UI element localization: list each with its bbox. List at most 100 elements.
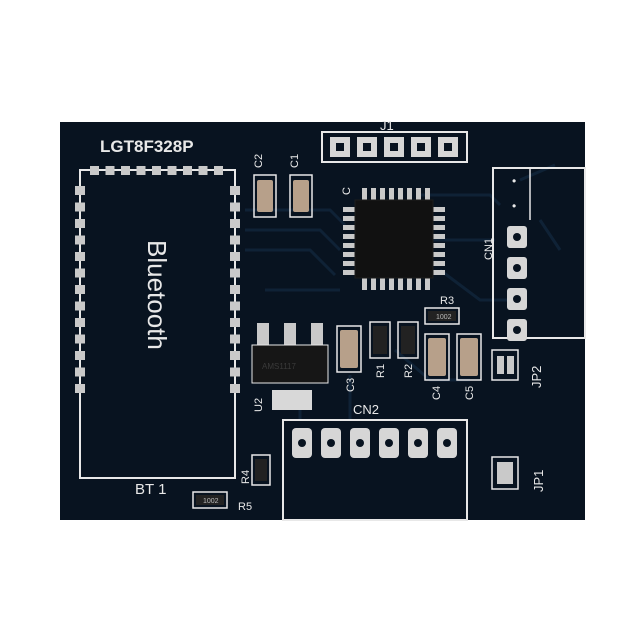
cn1-hole — [513, 264, 521, 272]
jp1-label: JP1 — [531, 470, 546, 492]
mcu-pin — [343, 234, 355, 239]
mcu-pins — [343, 188, 445, 290]
cn1-label: CN1 — [483, 238, 495, 260]
r1-resistor — [373, 326, 387, 354]
cn1-hole — [513, 233, 521, 241]
cn2-label: CN2 — [353, 402, 379, 417]
mcu-pin — [407, 188, 412, 200]
mcu-pin — [433, 207, 445, 212]
c5-capacitor — [460, 338, 478, 376]
cn2-hole — [385, 439, 393, 447]
mcu-chip — [354, 199, 434, 279]
u2-marking: AMS1117 — [262, 362, 296, 371]
r5-resistor — [196, 495, 224, 505]
bluetooth-pad — [75, 367, 85, 377]
cn1-hole — [513, 326, 521, 334]
j1-hole — [336, 143, 344, 151]
mcu-pin — [343, 225, 355, 230]
bluetooth-pad — [230, 367, 240, 377]
j1-pads — [330, 137, 458, 157]
mcu-pin — [343, 243, 355, 248]
bluetooth-pad — [75, 186, 85, 195]
mcu-label: LGT8F328P — [100, 137, 194, 156]
bluetooth-pad — [75, 219, 85, 228]
c4-label: C4 — [431, 386, 443, 400]
jp2-pad-1 — [497, 356, 504, 374]
bluetooth-pad — [75, 384, 85, 393]
bluetooth-pad — [230, 318, 240, 327]
bluetooth-pad — [214, 166, 223, 175]
mcu-pin — [389, 188, 394, 200]
bluetooth-pad — [75, 334, 85, 344]
bluetooth-pad — [136, 166, 146, 175]
c4-capacitor — [428, 338, 446, 376]
c2-outline — [253, 174, 277, 218]
mcu-pin — [362, 188, 367, 200]
mcu-pin — [343, 270, 355, 275]
bluetooth-pad — [75, 351, 85, 360]
r3-marking: 1002 — [436, 314, 452, 321]
bluetooth-pad — [230, 301, 240, 311]
mcu-pin — [433, 216, 445, 221]
u2-regulator — [251, 344, 329, 384]
r5-outline — [192, 491, 228, 509]
bluetooth-pad — [230, 351, 240, 360]
module-label: Bluetooth — [142, 240, 172, 350]
mcu-pin — [433, 270, 445, 275]
jp2-outline — [491, 349, 519, 381]
u2-pin-1 — [257, 323, 269, 345]
bluetooth-right-pads — [230, 186, 240, 393]
r3-label: R3 — [440, 295, 454, 307]
c1-label: C1 — [289, 154, 301, 168]
bluetooth-pad — [230, 285, 240, 294]
j1-hole — [444, 143, 452, 151]
bluetooth-pad — [230, 219, 240, 228]
c3-outline — [336, 325, 362, 373]
r4-outline — [251, 454, 271, 486]
mcu-pin — [407, 278, 412, 290]
mcu-pin — [416, 278, 421, 290]
cn2-hole — [414, 439, 422, 447]
c4-outline — [424, 333, 450, 381]
cn2-hole — [298, 439, 306, 447]
bluetooth-pad — [167, 166, 177, 175]
bluetooth-pad — [230, 268, 240, 278]
j1-outline — [321, 131, 468, 163]
u2-pin-3 — [311, 323, 323, 345]
mcu-pin1-label: C — [341, 187, 353, 195]
bluetooth-pad — [75, 268, 85, 278]
c5-label: C5 — [464, 386, 476, 400]
r2-resistor — [401, 326, 415, 354]
bluetooth-pad — [105, 166, 115, 175]
jp2-pad-2 — [507, 356, 514, 374]
bluetooth-pad — [75, 235, 85, 245]
bluetooth-left-pads — [75, 186, 85, 393]
cn1-pads — [507, 226, 527, 341]
mcu-pin — [371, 278, 376, 290]
u2-pin-2 — [284, 323, 296, 345]
r3-resistor — [428, 311, 456, 321]
bluetooth-pad — [121, 166, 130, 175]
mcu-pin — [433, 225, 445, 230]
cn2-pads — [292, 428, 457, 458]
r2-label: R2 — [403, 364, 415, 378]
c1-outline — [289, 174, 313, 218]
c2-label: C2 — [253, 154, 265, 168]
mcu-pin — [425, 278, 430, 290]
mcu-pin — [398, 278, 403, 290]
mcu-pin — [433, 261, 445, 266]
cn1-mark-2: • — [512, 199, 516, 213]
j1-hole — [417, 143, 425, 151]
bluetooth-pad — [230, 334, 240, 344]
r4-label: R4 — [240, 470, 252, 484]
bt1-label: BT 1 — [135, 481, 166, 498]
mcu-pin — [362, 278, 367, 290]
bluetooth-pad — [75, 252, 85, 261]
j1-hole — [390, 143, 398, 151]
mcu-pin — [425, 188, 430, 200]
mcu-pin — [343, 252, 355, 257]
mcu-pin — [389, 278, 394, 290]
mcu-pin — [433, 234, 445, 239]
mcu-pin — [343, 207, 355, 212]
